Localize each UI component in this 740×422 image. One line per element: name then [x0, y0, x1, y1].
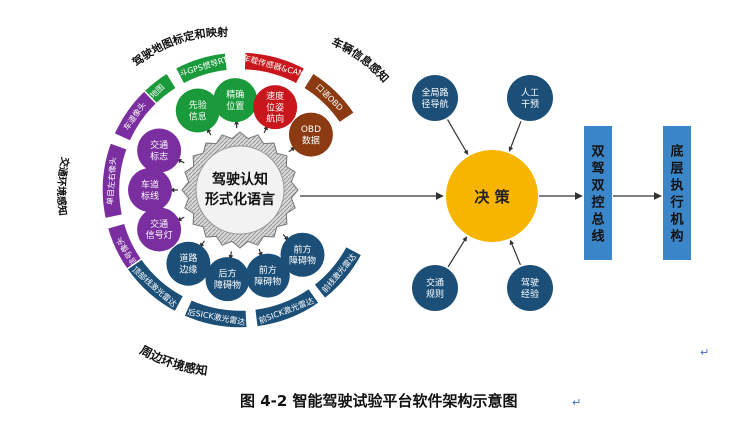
blue-info-node-label: 前方障碍物 — [254, 264, 281, 287]
purple-info-node — [137, 207, 182, 252]
green-info-node — [213, 78, 258, 123]
decision-input-arrow — [509, 239, 522, 266]
purple-info-node — [128, 168, 172, 212]
center-hub — [195, 145, 285, 235]
blue-info-node — [245, 253, 290, 298]
decision-input-label: 全局路径导航 — [421, 87, 448, 110]
decision-label: 决 策 — [474, 188, 510, 206]
center-title: 驾驶认知 — [211, 171, 268, 188]
decision-node — [446, 150, 538, 242]
decision-input-node — [412, 265, 458, 311]
blue-sensor-band — [125, 257, 185, 313]
green-sensor-band — [174, 51, 229, 86]
red-info-node — [288, 112, 333, 157]
purple-sensor-band — [112, 89, 158, 143]
bus-box — [584, 126, 612, 260]
red-sensor-band — [302, 71, 356, 124]
blue-info-node — [205, 257, 250, 302]
blue-sensor-band — [182, 298, 249, 329]
blue-arc-label: 周边环境感知 — [137, 343, 208, 378]
return-mark: ↵ — [700, 346, 710, 359]
purple-info-node-label: 交通信号灯 — [146, 218, 173, 241]
bus-box-label: 双驾双控总线 — [591, 145, 604, 245]
decision-input-node — [507, 265, 553, 311]
purple-info-node-label: 交通标志 — [150, 139, 168, 162]
actuator-box-label: 底层执行机构 — [669, 144, 683, 245]
decision-input-label: 人工干预 — [521, 88, 539, 110]
green-info-node-label: 先验信息 — [189, 99, 207, 122]
decision-input-arrow — [508, 121, 522, 152]
decision-input-label: 驾驶经验 — [521, 277, 539, 300]
blue-info-node-label: 后方障碍物 — [214, 268, 241, 291]
decision-input-arrow — [447, 236, 468, 268]
blue-info-node-label: 前方障碍物 — [289, 243, 316, 266]
center-subtitle: 形式化语言 — [205, 191, 275, 208]
green-info-node — [175, 88, 220, 133]
decision-input-label: 交通规则 — [426, 277, 444, 300]
blue-sensor-band — [312, 245, 363, 300]
purple-info-node — [137, 128, 182, 173]
purple-sensor-band — [101, 141, 129, 220]
figure-caption: 图 4-2 智能驾驶试验平台软件架构示意图 — [240, 392, 518, 410]
blue-info-node-label: 道路边缘 — [179, 252, 197, 275]
decision-input-node — [507, 75, 553, 121]
blue-info-node — [166, 241, 211, 286]
blue-info-node — [280, 232, 325, 277]
purple-info-node-label: 车道标线 — [141, 179, 159, 202]
red-arc-label: 车辆信息感知 — [330, 34, 392, 85]
actuator-box — [663, 126, 691, 260]
decision-input-arrow — [447, 119, 469, 155]
purple-sensor-band-label: 单目左右像头 — [105, 157, 118, 206]
red-info-node-label: 速度位姿航向 — [266, 90, 284, 125]
return-mark-caption: ↵ — [572, 396, 582, 409]
blue-sensor-band — [253, 287, 321, 328]
decision-input-node — [412, 75, 458, 121]
red-info-node — [253, 85, 298, 130]
purple-arc-label: 交通环境感知 — [55, 156, 72, 217]
red-sensor-band — [243, 51, 306, 86]
green-info-node-label: 精确位置 — [226, 89, 244, 112]
